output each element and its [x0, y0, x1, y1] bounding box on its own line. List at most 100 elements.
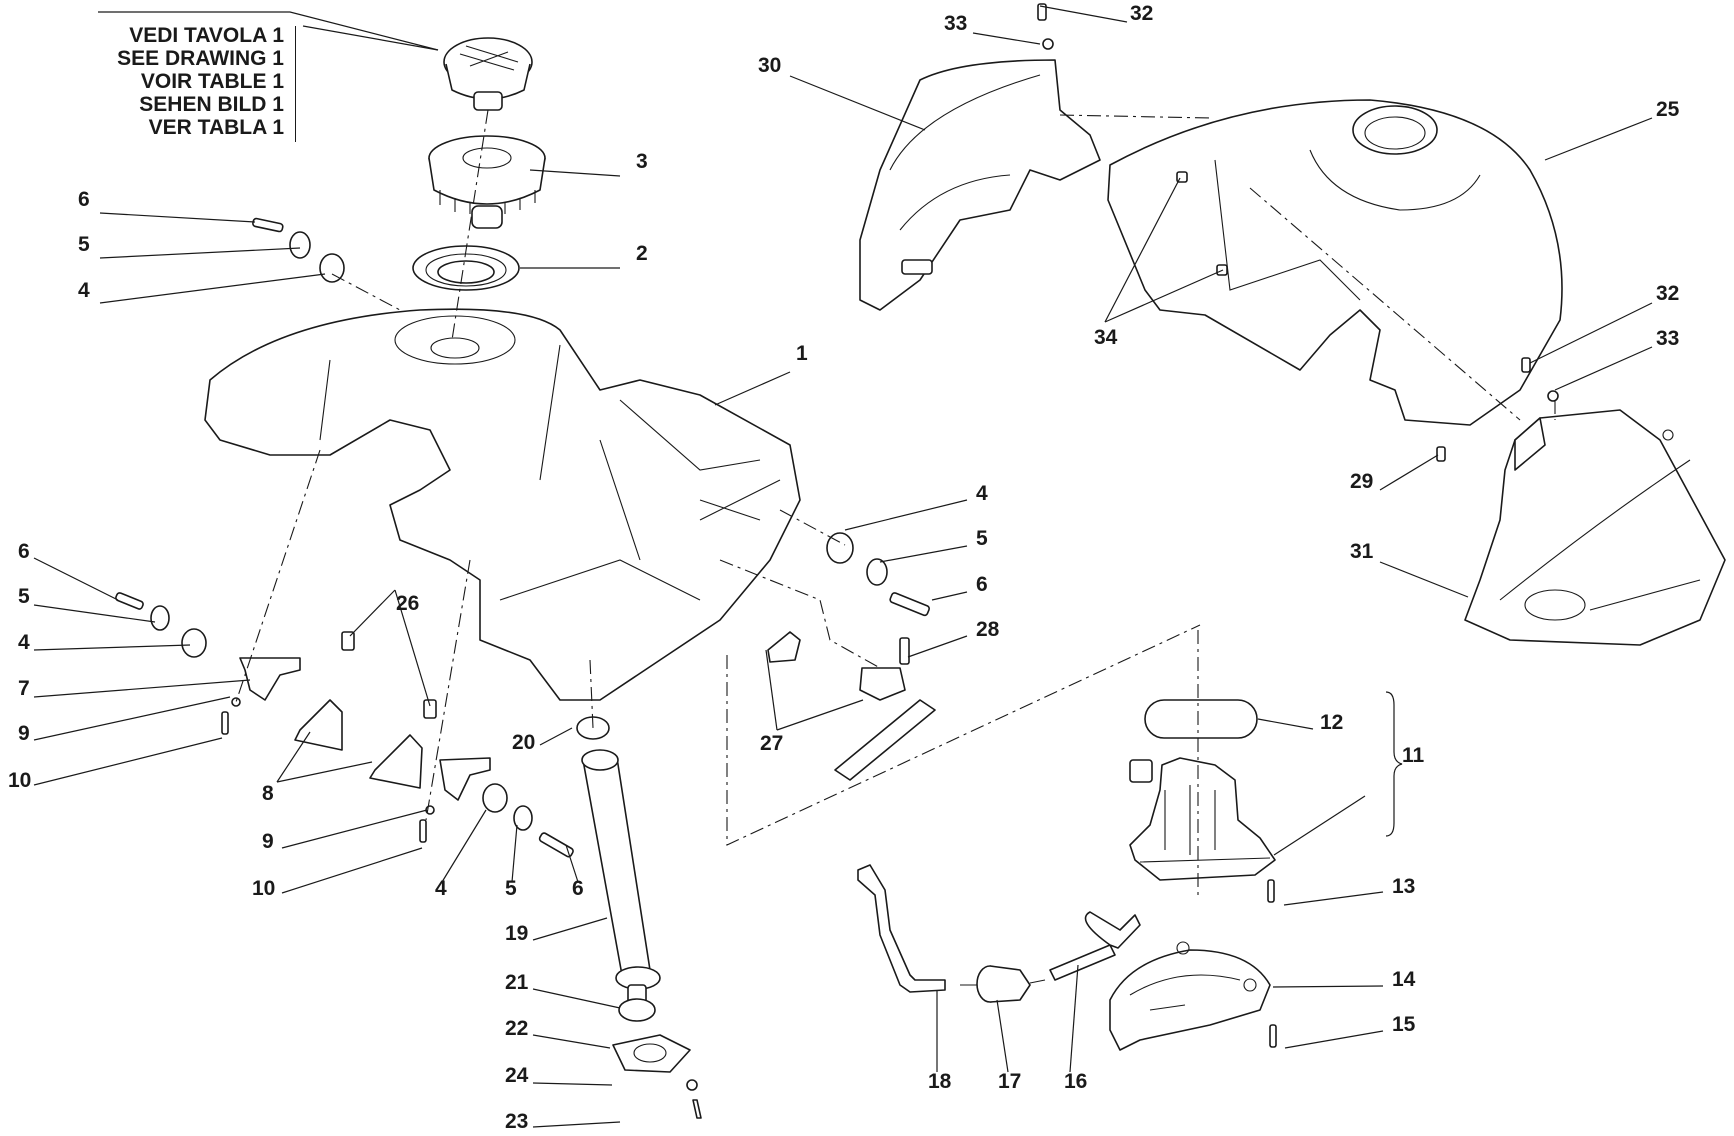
callout-leader [907, 635, 968, 658]
fuel-tank [204, 308, 801, 701]
right-side-panel [1464, 409, 1726, 646]
callout-label: 34 [1094, 326, 1118, 349]
see-drawing-note: VEDI TAVOLA 1 SEE DRAWING 1 VOIR TABLE 1… [96, 24, 296, 142]
callout-leader [1272, 985, 1384, 988]
callout-leader [1544, 117, 1653, 161]
note-leader-top [98, 11, 439, 51]
callout-label: 7 [18, 677, 30, 700]
callout-leader [99, 212, 256, 223]
pump-cover [1109, 941, 1271, 1051]
callout-label: 11 [1402, 744, 1425, 767]
seal-21 [618, 998, 656, 1022]
callout-leader [776, 699, 864, 731]
callout-label: 14 [1392, 968, 1416, 991]
fuel-hose [1049, 911, 1141, 981]
callout-leader [1257, 718, 1314, 730]
callout-leader [276, 731, 311, 783]
callout-label: 20 [512, 731, 535, 754]
callout-label: 16 [1064, 1070, 1087, 1093]
callout-label: 6 [572, 877, 584, 900]
fuel-pump [1129, 699, 1276, 881]
callout-label: 21 [505, 971, 529, 994]
callout-label: 19 [505, 922, 528, 945]
callout-leader [1069, 964, 1079, 1073]
callout-label: 24 [505, 1064, 529, 1087]
fuel-filter [960, 965, 1046, 1003]
callout-label: 10 [252, 877, 275, 900]
callout-leader [565, 844, 579, 883]
callout-label: 17 [998, 1070, 1021, 1093]
fuel-cap [443, 37, 533, 111]
callout-label: 3 [636, 150, 648, 173]
callout-label: 22 [505, 1017, 528, 1040]
note-bracket [295, 26, 296, 142]
callout-label: 2 [636, 242, 648, 265]
callout-leader [441, 809, 487, 883]
callout-leader [1104, 177, 1181, 323]
callout-label: 5 [505, 877, 517, 900]
callout-label: 27 [760, 732, 783, 755]
callout-leader [1039, 5, 1128, 23]
note-line-fr: VOIR TABLE 1 [140, 70, 284, 93]
callout-label: 32 [1130, 2, 1153, 25]
callout-label: 6 [18, 540, 30, 563]
callout-leader [844, 499, 968, 531]
callout-leader [1284, 1030, 1384, 1049]
callout-label: 4 [435, 877, 447, 900]
callout-label: 33 [1656, 327, 1679, 350]
callout-leader [33, 696, 231, 741]
washer-24 [686, 1079, 698, 1091]
drain-pipe [576, 716, 702, 1119]
filler-flange [428, 135, 546, 229]
callout-label: 26 [396, 592, 419, 615]
assembly-lines [235, 109, 1556, 900]
callout-label: 1 [796, 342, 808, 365]
callout-label: 30 [758, 54, 781, 77]
screw-23 [692, 1099, 702, 1119]
assembly-brace-11 [1385, 691, 1403, 837]
callout-leader [879, 545, 968, 563]
callout-label: 6 [976, 573, 988, 596]
callout-leader [1283, 891, 1384, 906]
callout-leader [33, 737, 223, 786]
callout-leader [1104, 269, 1224, 323]
callout-label: 12 [1320, 711, 1343, 734]
callout-leader [99, 247, 301, 259]
callout-leader [33, 604, 156, 623]
callout-leader [33, 644, 191, 651]
callout-leader [1554, 346, 1653, 391]
callout-label: 10 [8, 769, 31, 792]
callout-leader [276, 761, 373, 783]
callout-leader [532, 1082, 613, 1086]
callout-label: 6 [78, 188, 90, 211]
callout-leader [931, 591, 968, 601]
callout-leader [1379, 454, 1439, 491]
callout-label: 15 [1392, 1013, 1416, 1036]
callout-leader [33, 557, 119, 601]
callout-label: 8 [262, 782, 274, 805]
callout-leader [532, 988, 621, 1009]
note-line-it: VEDI TAVOLA 1 [129, 24, 284, 47]
callout-leader [511, 824, 518, 883]
callout-leader [539, 727, 573, 746]
callout-leader [789, 75, 926, 131]
callout-leader [1379, 561, 1469, 598]
note-line-en: SEE DRAWING 1 [117, 47, 284, 70]
gasket-22 [612, 1034, 691, 1073]
callout-leader [532, 1034, 611, 1049]
note-line-de: SEHEN BILD 1 [139, 93, 284, 116]
callout-leader [532, 917, 608, 941]
left-side-panel [859, 59, 1101, 311]
callout-label: 4 [976, 482, 988, 505]
callout-label: 9 [262, 830, 274, 853]
pump-seal [1144, 699, 1258, 739]
callout-leader [99, 273, 326, 304]
callout-leader [394, 589, 431, 707]
callout-label: 9 [18, 722, 30, 745]
callout-label: 29 [1350, 470, 1373, 493]
note-leaders [98, 11, 439, 51]
callout-label: 33 [944, 12, 967, 35]
tank-cover [1107, 99, 1563, 426]
